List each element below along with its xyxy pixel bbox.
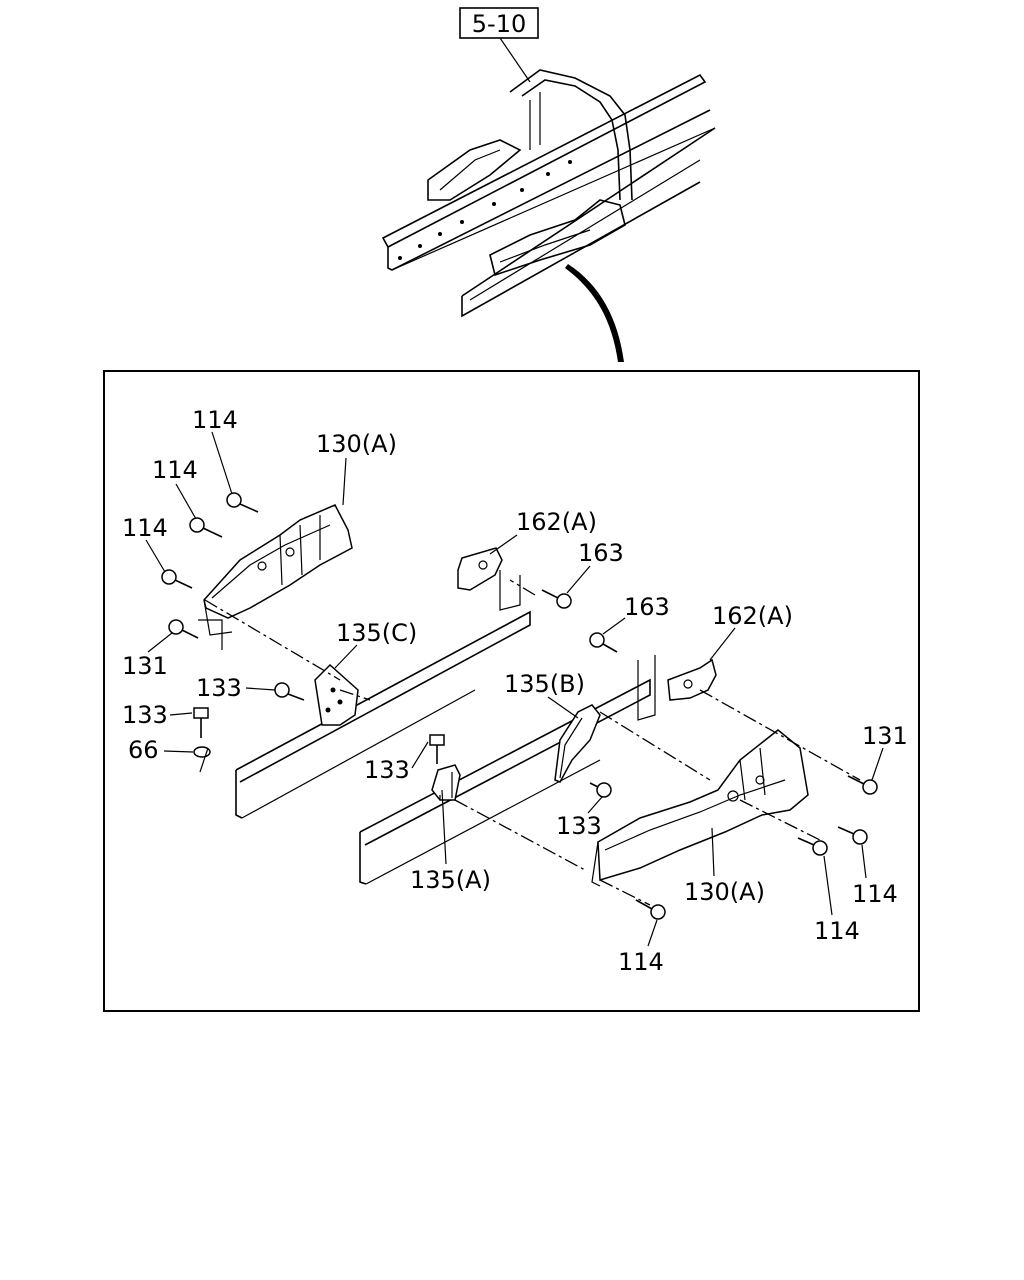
- reference-box[interactable]: [459, 7, 539, 39]
- callout-114-b: 114: [152, 456, 198, 484]
- bracket-130a-left[interactable]: [203, 504, 353, 636]
- detail-frame: [103, 370, 920, 1012]
- callout-114-c: 114: [122, 514, 168, 542]
- callout-133-c: 133: [364, 756, 410, 784]
- bolt-114-a[interactable]: [226, 492, 259, 513]
- bracket-130a-right[interactable]: [591, 729, 809, 887]
- callout-163-left: 163: [578, 539, 624, 567]
- gusset-135c[interactable]: [314, 663, 359, 726]
- bolt-133-a[interactable]: [274, 682, 305, 701]
- frame-rails: [235, 610, 651, 885]
- callout-162a-right: 162(A): [712, 602, 793, 630]
- callout-114-e: 114: [814, 917, 860, 945]
- callout-114-f: 114: [618, 948, 664, 976]
- leader-lines: [145, 431, 884, 947]
- bolt-133-d[interactable]: [589, 782, 612, 798]
- callout-133-d: 133: [556, 812, 602, 840]
- callout-114-a: 114: [192, 406, 238, 434]
- callout-66: 66: [128, 736, 159, 764]
- bolt-114-b[interactable]: [189, 517, 223, 538]
- overview-frame-illustration: 5-10: [381, 7, 716, 362]
- plate-162a-right[interactable]: [637, 655, 717, 721]
- callout-133-b: 133: [122, 701, 168, 729]
- bolts: [161, 492, 878, 920]
- reference-box-label: 5-10: [472, 10, 526, 38]
- callout-labels: 114 114 114 130(A) 131 133 133 66 135(C)…: [122, 406, 908, 976]
- bolt-163-left[interactable]: [541, 589, 572, 609]
- bolt-114-c[interactable]: [161, 569, 193, 589]
- callout-135a: 135(A): [410, 866, 491, 894]
- plate-162a-left[interactable]: [457, 547, 521, 611]
- callout-114-d: 114: [852, 880, 898, 908]
- callout-135c: 135(C): [336, 619, 417, 647]
- bolt-114-d[interactable]: [837, 826, 868, 845]
- gusset-135b[interactable]: [554, 704, 601, 783]
- bolt-133-c[interactable]: [429, 734, 445, 764]
- assembly-lines: [198, 579, 861, 906]
- bolt-114-e[interactable]: [797, 837, 828, 856]
- callout-131-right: 131: [862, 722, 908, 750]
- bolt-163-right[interactable]: [589, 632, 618, 653]
- gusset-135a[interactable]: [431, 764, 461, 801]
- callout-130a-right: 130(A): [684, 878, 765, 906]
- callout-135b: 135(B): [504, 670, 585, 698]
- callout-163-right: 163: [624, 593, 670, 621]
- callout-130a-left: 130(A): [316, 430, 397, 458]
- bolt-131-right[interactable]: [847, 775, 878, 795]
- bolt-133-b[interactable]: [193, 707, 209, 738]
- callout-162a-left: 162(A): [516, 508, 597, 536]
- bolt-131-left[interactable]: [168, 619, 199, 639]
- callout-131-left: 131: [122, 652, 168, 680]
- callout-133-a: 133: [196, 674, 242, 702]
- bolt-114-f[interactable]: [635, 899, 666, 920]
